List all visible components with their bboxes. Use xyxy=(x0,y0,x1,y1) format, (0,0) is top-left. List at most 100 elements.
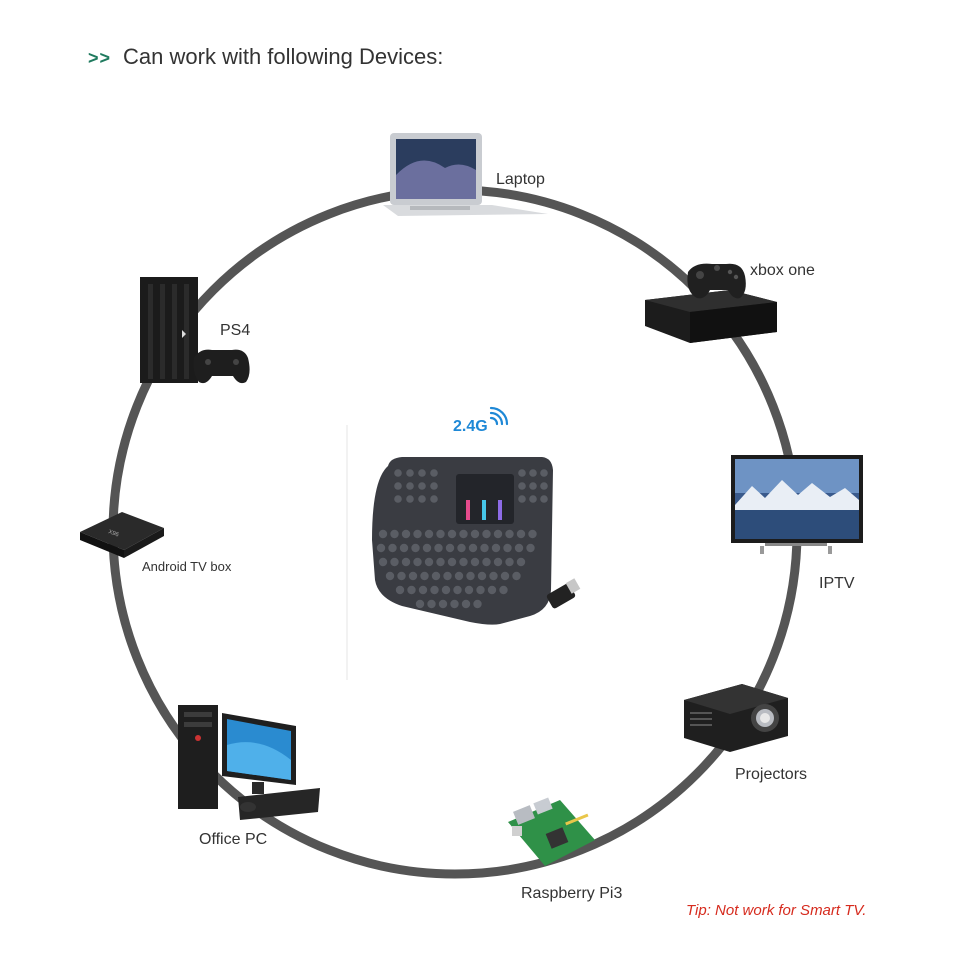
raspberry-pi-icon xyxy=(508,797,595,866)
device-label-iptv: IPTV xyxy=(819,575,855,592)
projector-icon xyxy=(684,684,788,752)
keyboard-key xyxy=(450,599,459,609)
keyboard-key xyxy=(518,495,526,503)
keyboard-key xyxy=(447,557,457,567)
laptop-icon xyxy=(383,133,548,216)
keyboard-key xyxy=(493,529,503,539)
keyboard-key xyxy=(411,543,420,553)
keyboard-key xyxy=(401,529,411,539)
keyboard-key xyxy=(394,482,402,490)
keyboard-key xyxy=(422,543,432,553)
device-label-office-pc: Office PC xyxy=(199,831,268,848)
android-tv-box-icon: X96 xyxy=(80,512,164,558)
keyboard-key xyxy=(378,557,388,567)
keyboard-key xyxy=(487,585,497,595)
keyboard-key xyxy=(529,482,537,490)
keyboard-key xyxy=(477,571,487,581)
keyboard-key xyxy=(476,585,485,595)
keyboard-key xyxy=(413,529,422,539)
keyboard-key xyxy=(441,585,451,595)
keyboard-key xyxy=(516,529,526,539)
keyboard-key xyxy=(406,482,414,490)
keyboard-key xyxy=(430,585,439,595)
keyboard-key xyxy=(408,571,418,581)
keyboard-key xyxy=(482,557,491,567)
keyboard-key xyxy=(390,557,399,567)
keyboard-key xyxy=(438,599,448,609)
keyboard-key xyxy=(489,571,498,581)
ps4-controller-icon xyxy=(193,349,250,384)
page-heading: >> Can work with following Devices: xyxy=(88,44,443,70)
device-label-xbox: xbox one xyxy=(750,262,815,279)
tv-icon xyxy=(731,455,863,554)
svg-text:X96: X96 xyxy=(107,529,120,539)
keyboard-key xyxy=(430,495,438,503)
keyboard-key xyxy=(512,571,521,581)
keyboard-key xyxy=(529,495,537,503)
xbox-controller-icon xyxy=(687,263,746,299)
keyboard-key xyxy=(454,571,464,581)
keyboard-key xyxy=(500,571,510,581)
keyboard-key xyxy=(427,599,436,609)
keyboard-key xyxy=(459,557,468,567)
keyboard-key xyxy=(540,495,548,503)
keyboard-key xyxy=(505,557,514,567)
mini-keyboard-icon xyxy=(372,457,553,625)
keyboard-key xyxy=(436,557,445,567)
xbox-console-icon xyxy=(645,290,777,343)
keyboard-key xyxy=(447,529,457,539)
keyboard-key xyxy=(482,529,491,539)
keyboard-key xyxy=(431,571,441,581)
keyboard-key xyxy=(518,482,526,490)
keyboard-key xyxy=(424,557,434,567)
keyboard-key xyxy=(378,529,388,539)
keyboard-key xyxy=(470,557,480,567)
keyboard-key xyxy=(430,482,438,490)
keyboard-key xyxy=(413,557,422,567)
keyboard-key xyxy=(473,599,482,609)
keyboard-key xyxy=(394,469,402,477)
keyboard-key xyxy=(436,529,445,539)
keyboard-key xyxy=(434,543,443,553)
keyboard-key xyxy=(388,543,397,553)
keyboard-key xyxy=(503,543,512,553)
ps4-console-icon xyxy=(140,277,198,383)
keyboard-key xyxy=(514,543,524,553)
keyboard-key xyxy=(418,495,426,503)
keyboard-key xyxy=(528,529,537,539)
keyboard-key xyxy=(390,529,399,539)
keyboard-key xyxy=(407,585,416,595)
usb-receiver-icon xyxy=(546,578,581,609)
keyboard-key xyxy=(443,571,452,581)
keyboard-key xyxy=(430,469,438,477)
keyboard-key xyxy=(540,469,548,477)
keyboard-key xyxy=(480,543,489,553)
keyboard-key xyxy=(453,585,462,595)
wireless-label: 2.4G xyxy=(453,418,488,435)
keyboard-key xyxy=(418,469,426,477)
keyboard-key xyxy=(493,557,503,567)
office-pc-icon xyxy=(178,705,320,820)
heading-arrows: >> xyxy=(88,48,112,68)
keyboard-key xyxy=(526,543,535,553)
keyboard-key xyxy=(401,557,411,567)
keyboard-key xyxy=(466,571,475,581)
keyboard-key xyxy=(499,585,508,595)
keyboard-key xyxy=(505,529,514,539)
device-label-android-box: Android TV box xyxy=(142,559,232,574)
device-label-projector: Projectors xyxy=(735,766,808,783)
keyboard-key xyxy=(470,529,480,539)
device-label-laptop: Laptop xyxy=(496,171,545,188)
keyboard-key xyxy=(468,543,478,553)
keyboard-key xyxy=(461,599,471,609)
keyboard-key xyxy=(529,469,537,477)
keyboard-key xyxy=(424,529,434,539)
keyboard-key xyxy=(420,571,429,581)
keyboard-key xyxy=(464,585,474,595)
keyboard-key xyxy=(540,482,548,490)
heading-text: Can work with following Devices: xyxy=(123,44,444,69)
keyboard-key xyxy=(418,482,426,490)
keyboard-key xyxy=(457,543,466,553)
